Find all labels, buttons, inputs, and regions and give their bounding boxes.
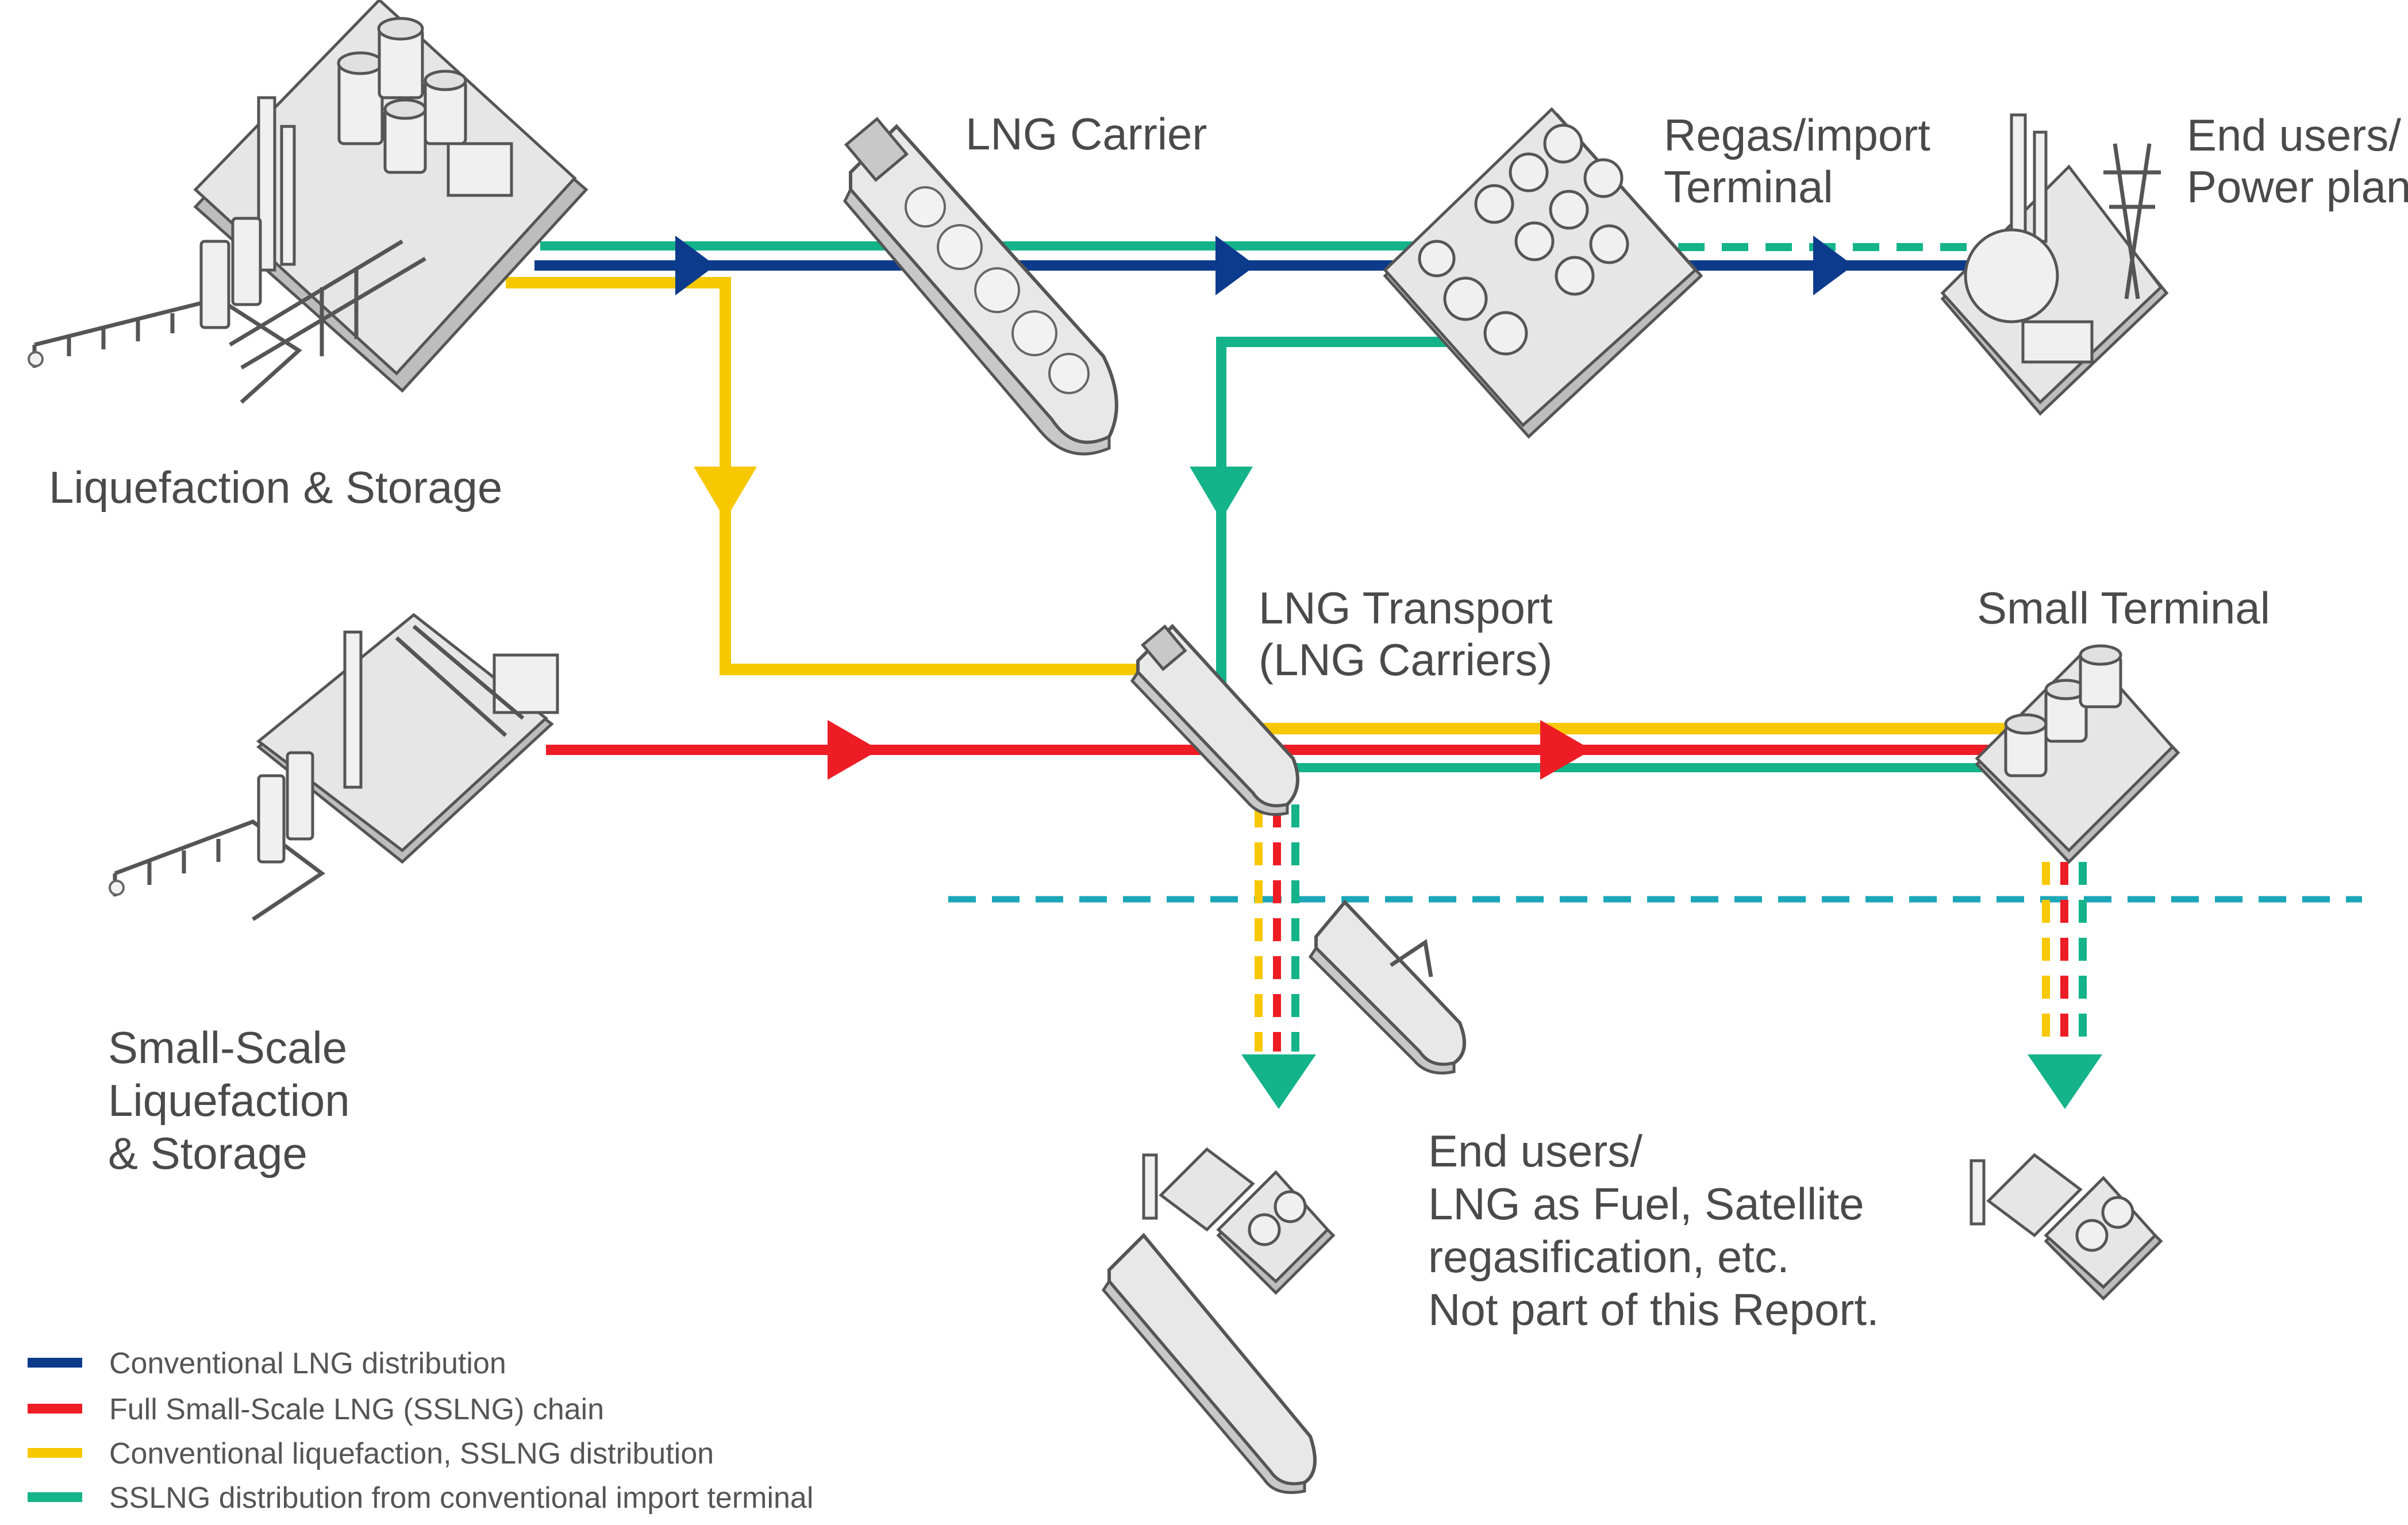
label-liquefaction-storage: Liquefaction & Storage [49,462,502,513]
blue-arrow-1 [675,236,716,295]
small-terminal-illustration [1975,644,2180,864]
power-plant-illustration [1940,113,2169,416]
legend-label-import-terminal-sslng: SSLNG distribution from conventional imp… [109,1481,813,1515]
label-end-users-fuel-line4: Not part of this Report. [1428,1284,1879,1335]
legend-label-conv-liq-sslng: Conventional liquefaction, SSLNG distrib… [109,1437,714,1470]
lng-transport-ship-illustration [1130,623,1299,816]
label-small-scale-line1: Small-Scale [108,1022,347,1073]
legend-swatch-import-terminal-sslng [28,1492,82,1502]
label-small-scale-line2: Liquefaction [108,1075,350,1126]
green-line-from-regas [1216,337,1448,715]
fuel-station-illustration [1970,1153,2163,1301]
red-arrow-1 [828,720,879,780]
red-arrow-2 [1540,720,1592,780]
label-end-users-fuel-line3: regasification, etc. [1428,1231,1790,1282]
label-end-users-line2: Power plant [2187,161,2408,212]
lng-carrier-ship-illustration [843,117,1118,456]
fuel-station-and-ship-illustration [1101,1147,1336,1494]
yellow-arrow-down [694,467,757,520]
regas-terminal-illustration [1383,107,1703,439]
legend-swatch-full-sslng [28,1404,82,1414]
blue-arrow-2 [1215,236,1256,295]
green-arrow-down-left [1241,1054,1316,1109]
label-end-users-fuel-line1: End users/ [1428,1126,1642,1176]
bunker-vessel-illustration [1308,899,1466,1075]
legend-swatch-conventional [28,1358,82,1368]
label-lng-transport-line1: LNG Transport [1259,583,1553,633]
legend: Conventional LNG distribution Full Small… [28,1347,813,1515]
label-lng-carrier: LNG Carrier [965,109,1207,159]
label-small-scale-line3: & Storage [108,1128,307,1179]
legend-swatch-conv-liq-sslng [28,1448,82,1458]
label-end-users-line1: End users/ [2187,110,2401,160]
small-scale-liquefaction-illustration [109,613,559,921]
label-regas-line1: Regas/import [1664,110,1930,160]
liquefaction-plant-illustration [28,0,588,404]
label-lng-transport-line2: (LNG Carriers) [1259,634,1552,685]
labels: Liquefaction & Storage LNG Carrier Regas… [49,109,2408,1335]
label-small-terminal: Small Terminal [1977,583,2270,633]
blue-arrow-3 [1813,236,1853,295]
arrowheads [675,236,2102,1109]
legend-label-conventional: Conventional LNG distribution [109,1347,506,1380]
legend-label-full-sslng: Full Small-Scale LNG (SSLNG) chain [109,1393,604,1426]
label-regas-line2: Terminal [1664,161,1833,212]
label-end-users-fuel-line2: LNG as Fuel, Satellite [1428,1179,1864,1229]
green-arrow-down [1190,467,1253,520]
green-arrow-down-right [2028,1054,2102,1109]
